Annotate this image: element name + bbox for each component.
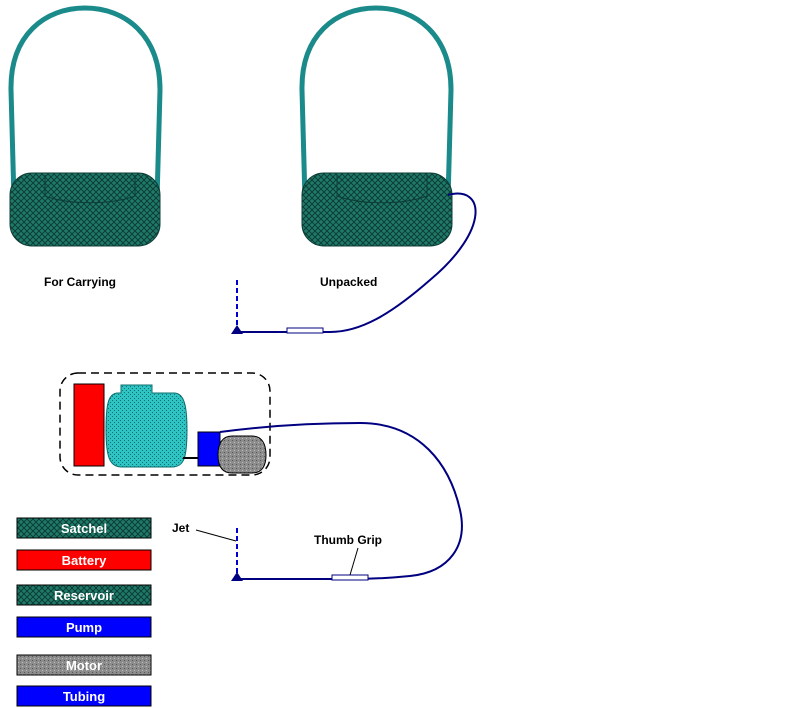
satchel-unpacked xyxy=(231,5,477,334)
internal-components xyxy=(59,372,463,581)
legend-item-motor: Motor xyxy=(16,654,152,676)
jet-leader xyxy=(195,529,237,542)
label-jet: Jet xyxy=(172,521,189,535)
unpacked-tubing xyxy=(237,192,477,333)
legend-label-battery: Battery xyxy=(62,553,108,568)
unpacked-jet-nozzle xyxy=(231,325,243,334)
legend-item-battery: Battery xyxy=(16,549,152,571)
unpacked-thumb-grip xyxy=(286,327,324,334)
legend-label-satchel: Satchel xyxy=(61,521,107,536)
legend-item-satchel: Satchel xyxy=(16,517,152,539)
label-thumb-grip: Thumb Grip xyxy=(314,533,382,547)
legend-label-reservoir: Reservoir xyxy=(54,588,114,603)
carry-strap xyxy=(8,5,163,201)
unpacked-satchel-flap xyxy=(336,175,428,204)
unpacked-satchel-body xyxy=(301,172,453,247)
internal-tubing xyxy=(219,421,463,580)
legend-label-motor: Motor xyxy=(66,658,102,673)
thumb-grip-leader xyxy=(349,547,359,576)
label-unpacked: Unpacked xyxy=(320,275,377,289)
satchel-for-carrying xyxy=(8,5,163,247)
pump xyxy=(197,431,221,467)
battery xyxy=(73,383,105,467)
satchel-flap xyxy=(44,175,136,204)
label-for-carrying: For Carrying xyxy=(44,275,116,289)
reservoir xyxy=(105,384,188,468)
legend-item-tubing: Tubing xyxy=(16,685,152,707)
motor xyxy=(217,435,267,474)
satchel-body xyxy=(9,172,161,247)
legend-item-reservoir: Reservoir xyxy=(16,584,152,606)
satchel-outline xyxy=(59,372,271,476)
legend: Satchel Battery Reservoir Pump Motor Tub… xyxy=(16,517,152,707)
legend-label-tubing: Tubing xyxy=(63,689,105,704)
legend-item-pump: Pump xyxy=(16,616,152,638)
thumb-grip xyxy=(331,574,369,581)
jet-nozzle xyxy=(231,572,243,581)
legend-label-pump: Pump xyxy=(66,620,102,635)
unpacked-strap xyxy=(299,5,454,201)
